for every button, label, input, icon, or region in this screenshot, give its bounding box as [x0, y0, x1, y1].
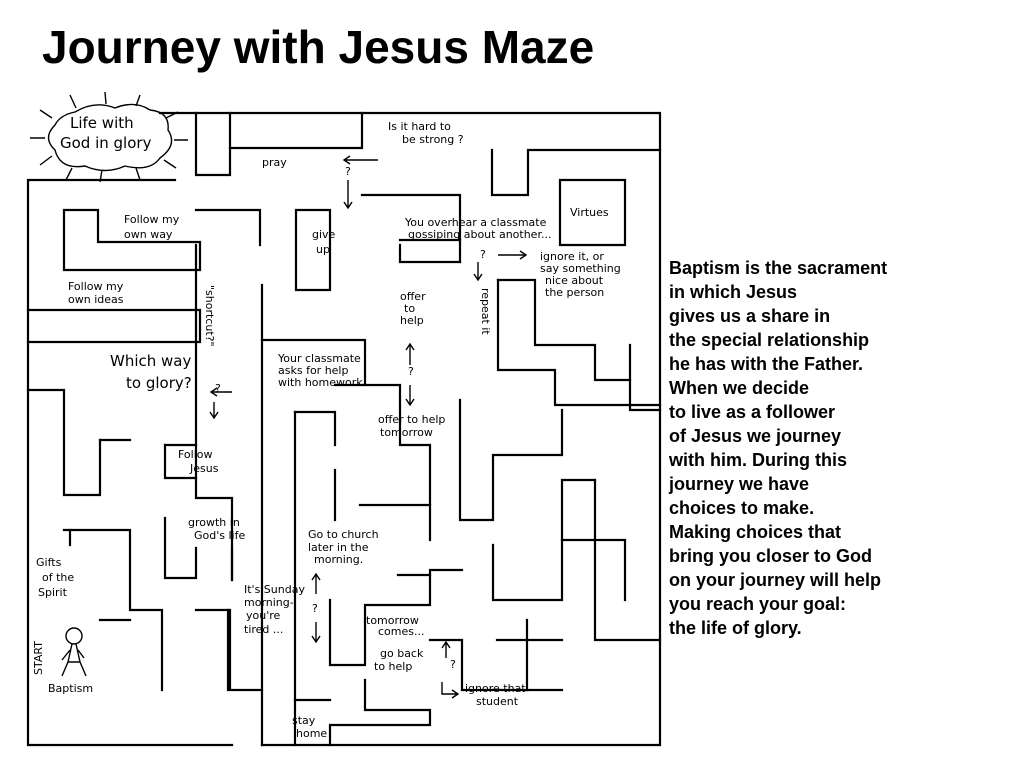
label-sunday-4: tired ...: [244, 623, 283, 636]
para-line: of Jesus we journey: [669, 426, 842, 446]
para-line: with him. During this: [669, 450, 847, 470]
para-line: you reach your goal:: [669, 594, 847, 614]
label-growth-1: growth in: [188, 516, 240, 529]
label-go-back-2: to help: [374, 660, 412, 673]
label-ignore-3: nice about: [545, 274, 604, 287]
label-q-3: ?: [215, 382, 221, 395]
label-tomorrow-2: comes...: [378, 625, 424, 638]
label-growth-2: God's life: [194, 529, 245, 542]
label-sunday-2: morning-: [244, 596, 294, 609]
label-shortcut: "shortcut?": [203, 285, 216, 347]
para-line: the life of glory.: [669, 618, 802, 638]
label-offer-tomorrow-2: tomorrow: [380, 426, 433, 439]
page-title: Journey with Jesus Maze: [42, 21, 595, 73]
label-ignore-4: the person: [545, 286, 604, 299]
label-give: give: [312, 228, 336, 241]
label-q-2: ?: [480, 248, 486, 261]
label-ignore-student-2: student: [476, 695, 519, 708]
label-gifts-1: Gifts: [36, 556, 62, 569]
label-offer-tomorrow-1: offer to help: [378, 413, 445, 426]
description-paragraph: Baptism is the sacrament in which Jesus …: [669, 256, 1009, 640]
para-line: Making choices that: [669, 522, 842, 542]
para-line: in which Jesus: [669, 282, 798, 302]
label-home: home: [296, 727, 327, 740]
para-line: he has with the Father.: [669, 354, 864, 374]
goal-starburst: Life with God in glory: [30, 91, 188, 183]
label-hard-2: be strong ?: [402, 133, 464, 146]
label-follow-jesus-1: Follow: [178, 448, 213, 461]
label-q-5: ?: [312, 602, 318, 615]
label-up: up: [316, 243, 330, 256]
label-classmate-3: with homework...: [278, 376, 373, 389]
label-classmate-1: Your classmate: [277, 352, 361, 365]
direction-arrows: [209, 155, 528, 699]
label-church-2: later in the: [308, 541, 369, 554]
para-line: bring you closer to God: [669, 546, 873, 566]
label-hard-1: Is it hard to: [388, 120, 451, 133]
para-line: on your journey will help: [669, 570, 882, 590]
label-church-1: Go to church: [308, 528, 379, 541]
para-line: journey we have: [669, 474, 810, 494]
label-which-way-1: Which way: [110, 352, 191, 370]
para-line: Baptism is the sacrament: [669, 258, 888, 278]
child-figure-icon: [61, 627, 87, 677]
label-gifts-3: Spirit: [38, 586, 68, 599]
label-repeat: repeat it: [479, 288, 492, 335]
label-overhear-1: You overhear a classmate: [404, 216, 547, 229]
para-line: to live as a follower: [669, 402, 836, 422]
goal-label-2: God in glory: [60, 134, 152, 152]
label-go-back-1: go back: [380, 647, 424, 660]
goal-label-1: Life with: [70, 114, 134, 132]
label-stay: stay: [292, 714, 316, 727]
label-ignore-1: ignore it, or: [540, 250, 604, 263]
label-q-6: ?: [450, 658, 456, 671]
label-offer-2: to: [404, 302, 415, 315]
label-virtues: Virtues: [570, 206, 609, 219]
label-sunday-3: you're: [246, 609, 281, 622]
label-tomorrow-1: tomorrow: [366, 614, 419, 627]
label-follow-way-1: Follow my: [124, 213, 180, 226]
label-follow-way-2: own way: [124, 228, 173, 241]
label-pray: pray: [262, 156, 287, 169]
label-gifts-2: of the: [42, 571, 74, 584]
label-overhear-2: gossiping about another...: [408, 228, 551, 241]
label-sunday-1: It's Sunday: [244, 583, 305, 596]
start-label: START: [32, 641, 45, 675]
label-q-1: ?: [345, 165, 351, 178]
label-offer-1: offer: [400, 290, 426, 303]
label-classmate-2: asks for help: [278, 364, 348, 377]
label-follow-ideas-1: Follow my: [68, 280, 124, 293]
label-follow-jesus-2: Jesus: [189, 462, 219, 475]
label-q-4: ?: [408, 365, 414, 378]
label-church-3: morning.: [314, 553, 363, 566]
label-which-way-2: to glory?: [126, 374, 192, 392]
start-baptism: Baptism: [48, 682, 93, 695]
label-ignore-student-1: ignore that: [465, 682, 526, 695]
para-line: gives us a share in: [669, 306, 831, 326]
label-ignore-2: say something: [540, 262, 621, 275]
para-line: choices to make.: [669, 498, 815, 518]
label-follow-ideas-2: own ideas: [68, 293, 124, 306]
para-line: When we decide: [669, 378, 810, 398]
label-offer-3: help: [400, 314, 424, 327]
para-line: the special relationship: [669, 330, 870, 350]
maze-walls: [26, 111, 662, 747]
